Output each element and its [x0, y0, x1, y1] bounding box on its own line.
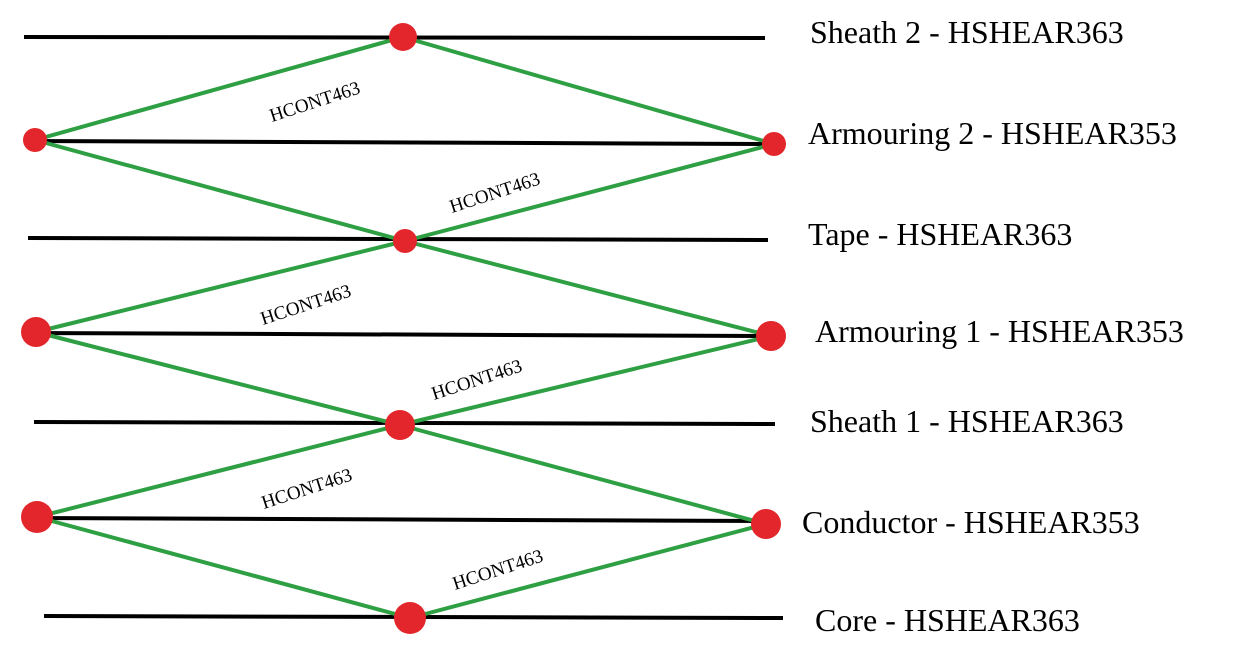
layer-label-core: Core - HSHEAR363 [815, 602, 1080, 638]
contact-line-2 [402, 35, 775, 146]
node-armouring-1-left [21, 317, 51, 347]
contact-line-11 [36, 515, 411, 620]
contact-line-7 [35, 330, 401, 427]
contact-line-8 [399, 334, 772, 427]
node-sheath-1 [385, 410, 415, 440]
node-conductor-left [21, 501, 53, 533]
layer-label-conductor: Conductor - HSHEAR353 [802, 504, 1140, 540]
node-armouring-2-right [762, 132, 786, 156]
node-armouring-2-left [23, 128, 47, 152]
contact-line-5 [35, 239, 406, 334]
layer-line-armouring-1 [23, 331, 771, 338]
contact-line-10 [399, 423, 767, 526]
layer-line-conductor [29, 516, 766, 523]
contact-line-9 [36, 423, 401, 519]
contact-line-12 [409, 522, 767, 620]
layer-line-armouring-2 [26, 139, 776, 146]
node-armouring-1-right [756, 321, 786, 351]
layer-label-armouring-1: Armouring 1 - HSHEAR353 [815, 313, 1184, 349]
layer-label-armouring-2: Armouring 2 - HSHEAR353 [808, 115, 1177, 151]
contact-label-3: HCONT463 [258, 281, 354, 330]
contact-line-3 [34, 138, 406, 243]
node-tape [393, 229, 417, 253]
contact-line-1 [34, 35, 404, 142]
contact-line-6 [404, 239, 772, 338]
layer-label-sheath-1: Sheath 1 - HSHEAR363 [810, 403, 1124, 439]
node-conductor-right [751, 509, 781, 539]
node-sheath-2 [389, 23, 417, 51]
layer-label-tape: Tape - HSHEAR363 [808, 216, 1072, 252]
layer-label-sheath-2: Sheath 2 - HSHEAR363 [810, 14, 1124, 50]
contact-line-4 [404, 142, 775, 243]
node-core [394, 602, 426, 634]
contact-label-1: HCONT463 [267, 78, 363, 127]
contact-label-5: HCONT463 [259, 465, 355, 514]
